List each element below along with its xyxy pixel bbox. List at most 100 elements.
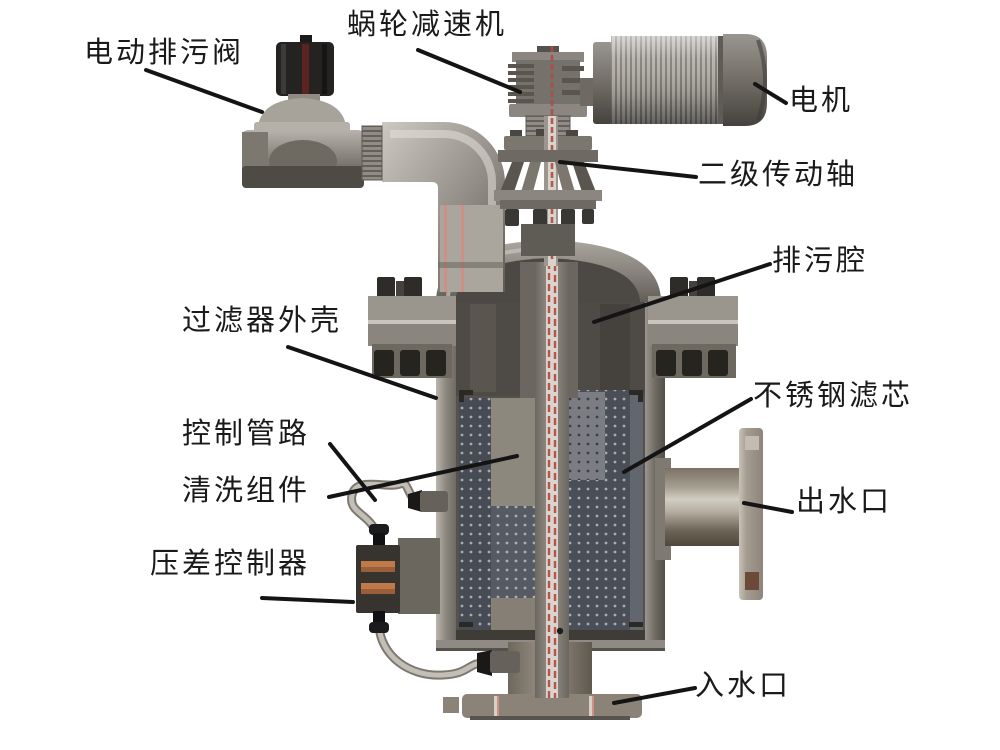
flange-plate-upper — [368, 296, 456, 322]
copper-bar-shade — [361, 567, 395, 572]
flange-bolt-mark — [494, 696, 497, 716]
outlet-pipe — [665, 468, 743, 546]
tube-connector-cone — [408, 490, 422, 512]
right-screen-edge — [630, 395, 643, 632]
tube-connector-barrel — [490, 651, 520, 673]
flange-gasket — [648, 320, 738, 325]
flange-bolt-mark-red — [497, 696, 499, 716]
shaft-collar — [521, 224, 575, 256]
water-outlet-port — [655, 428, 763, 600]
outlet-flange — [739, 428, 763, 600]
clip — [629, 622, 643, 627]
leader-worm-gear-reducer — [416, 48, 522, 94]
bracket-leg-front-right — [555, 162, 575, 192]
controller-top-stem — [373, 533, 385, 547]
inlet-flange-shadow — [470, 716, 630, 720]
leader-stainless-filter — [622, 397, 753, 474]
copper-bar — [361, 561, 395, 572]
electric-drain-valve-assembly — [242, 35, 383, 188]
label-worm-gear-reducer: 蜗轮减速机 — [347, 9, 508, 41]
elbow-cutaway-inner — [440, 205, 503, 292]
controller-bottom-stem — [373, 611, 385, 625]
reducer-fin — [508, 85, 534, 89]
controller-mount-plate — [398, 538, 440, 614]
reducer-top-plate — [512, 52, 584, 62]
reducer-fin — [508, 71, 534, 75]
bolt — [377, 277, 395, 299]
bracket-leg-right — [572, 162, 596, 192]
label-electric-drain-valve: 电动排污阀 — [84, 37, 245, 69]
label-filter-housing: 过滤器外壳 — [182, 305, 343, 337]
outlet-flange-notch — [745, 572, 759, 590]
leader-filter-housing — [286, 345, 438, 400]
bolt — [566, 130, 578, 138]
drain-elbow-pipe — [382, 122, 505, 292]
bolt-gap — [396, 281, 404, 296]
leader-water-outlet — [742, 501, 794, 514]
bolt — [510, 130, 522, 138]
reducer-fin — [508, 64, 534, 68]
tube-connector-cone — [477, 650, 492, 676]
reducer-mid-flange — [509, 104, 587, 117]
bolt — [426, 350, 446, 376]
pressure-controller-assembly — [347, 479, 520, 680]
controller-bottom-fitting — [369, 622, 389, 633]
label-drain-chamber: 排污腔 — [772, 245, 869, 277]
bracket-leg-front-left — [521, 162, 541, 192]
flange-bolt-mark-red — [592, 696, 594, 716]
valve-coil-ridge — [281, 44, 286, 94]
leader-electric-drain-valve — [144, 68, 264, 114]
label-cleaning-assembly: 清洗组件 — [182, 475, 311, 507]
bolt — [505, 209, 519, 226]
leader-pressure-controller — [260, 596, 355, 604]
bracket-flange-upper — [494, 190, 602, 201]
shaft-pin — [556, 627, 564, 635]
reducer-fin-right — [562, 66, 584, 71]
valve-hex-end — [242, 132, 268, 172]
inlet-flange-tab — [443, 697, 459, 713]
clip — [629, 390, 643, 395]
clip — [459, 390, 473, 395]
leader-drain-chamber — [592, 262, 772, 324]
label-motor: 电机 — [789, 85, 854, 117]
bolt — [708, 350, 728, 376]
cleaning-assembly-perforation — [491, 506, 537, 600]
cleaning-assembly-base — [491, 598, 537, 632]
elbow-stripe — [461, 205, 464, 292]
right-flange-assembly — [648, 277, 738, 378]
control-tube-upper — [349, 480, 421, 543]
flange-plate-lower — [368, 324, 456, 346]
leader-lines — [144, 48, 794, 705]
valve-lower-band — [242, 166, 364, 188]
motor-junction-ring — [718, 36, 726, 124]
label-pressure-differential-controller: 压差控制器 — [150, 548, 311, 580]
reducer-fin — [508, 92, 534, 96]
elbow-stripe — [444, 205, 447, 292]
cleaning-assembly-panel — [491, 398, 537, 508]
label-stainless-steel-filter-element: 不锈钢滤芯 — [753, 380, 914, 412]
control-tube-lower — [376, 623, 488, 678]
bolt — [582, 209, 594, 224]
reducer-fin-right — [562, 78, 584, 83]
bolt — [656, 350, 676, 376]
bracket-top-plate — [498, 150, 598, 162]
motor-front-flange — [593, 42, 613, 124]
interior-shading — [470, 304, 496, 392]
central-drive-shaft — [535, 262, 569, 698]
flange-bolt-mark — [589, 696, 592, 716]
motor-assembly — [580, 34, 768, 126]
label-water-inlet: 入水口 — [695, 670, 792, 702]
left-flange-assembly — [368, 277, 456, 378]
valve-coil-stem — [300, 35, 312, 45]
bolt — [533, 209, 547, 226]
valve-bonnet-rim — [254, 122, 350, 132]
controller-box — [356, 545, 400, 613]
clip — [459, 390, 464, 402]
flange-gasket — [368, 320, 456, 325]
reducer-fin — [508, 99, 534, 103]
controller-top-fitting — [369, 524, 389, 535]
flange-plate-lower — [648, 324, 738, 346]
leader-control-pipeline — [328, 442, 377, 502]
bracket-flange-lower — [500, 200, 596, 209]
